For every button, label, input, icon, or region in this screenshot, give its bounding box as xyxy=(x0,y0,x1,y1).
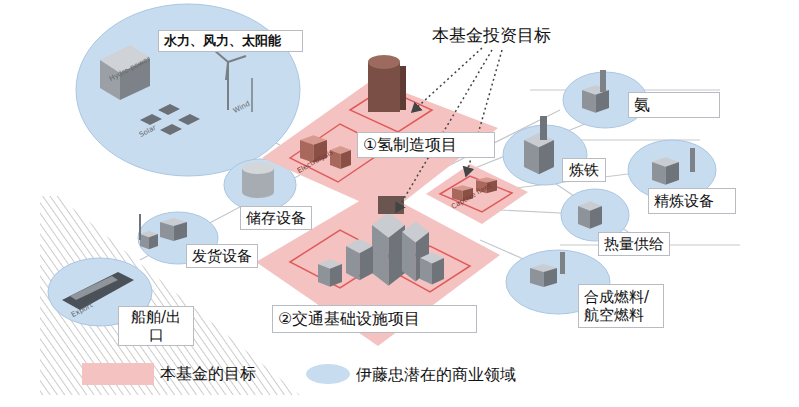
label-text: 热量供给 xyxy=(604,235,664,253)
potential-business-areas xyxy=(48,4,716,326)
storage-tank xyxy=(242,162,274,198)
label-text: ②交通基础设施项目 xyxy=(278,309,471,328)
label-box: 氨 xyxy=(628,92,720,118)
label-text: 氨 xyxy=(634,95,714,114)
legend-swatch xyxy=(82,363,154,385)
label-box: 储存设备 xyxy=(240,206,312,230)
label-text: 储存设备 xyxy=(246,209,306,227)
target-arrows xyxy=(396,48,502,212)
label-text: ①氢制造项目 xyxy=(363,135,489,154)
heading-label: 本基金投资目标 xyxy=(432,24,551,47)
label-text: 水力、风力、太阳能 xyxy=(164,33,297,49)
label-box: 船舶/出口 xyxy=(118,306,194,346)
label-box: 精炼设备 xyxy=(648,188,736,214)
mobility-city xyxy=(318,196,444,287)
legend-text: 伊藤忠潜在的商业领域 xyxy=(356,365,516,386)
label-box: ②交通基础设施项目 xyxy=(272,305,477,333)
label-box: 炼铁 xyxy=(562,158,606,182)
label-text: 发货设备 xyxy=(192,247,252,265)
label-box: 发货设备 xyxy=(186,244,258,268)
shipping-facility xyxy=(140,214,187,249)
export-ship xyxy=(62,272,134,310)
label-text: 精炼设备 xyxy=(654,192,730,210)
label-box: 合成燃料/ 航空燃料 xyxy=(578,284,664,328)
label-box: ①氢制造项目 xyxy=(357,132,495,158)
label-text: 合成燃料/ 航空燃料 xyxy=(584,288,658,324)
label-text: 船舶/出口 xyxy=(124,308,188,344)
label-text: 炼铁 xyxy=(568,161,600,179)
legend-swatch xyxy=(306,364,350,384)
legend-text: 本基金的目标 xyxy=(160,364,256,385)
label-box: 热量供给 xyxy=(598,232,670,256)
label-box: 水力、风力、太阳能 xyxy=(158,30,303,52)
